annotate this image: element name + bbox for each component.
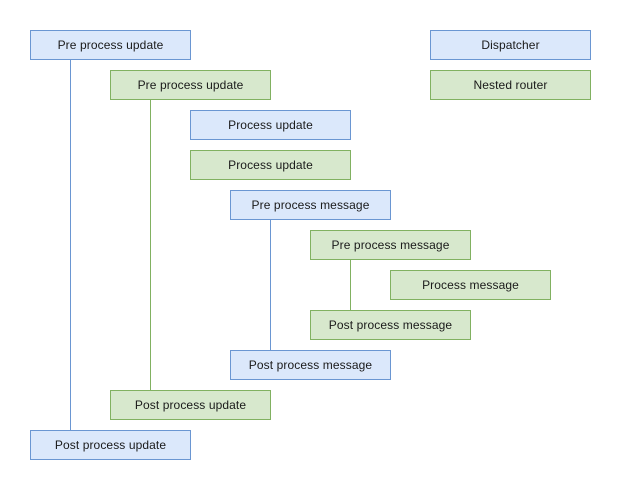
node-post-process-update-dispatcher[interactable]: Post process update	[30, 430, 191, 460]
node-pre-process-update-router[interactable]: Pre process update	[110, 70, 271, 100]
connector-line-dispatcher-outer	[70, 60, 71, 430]
node-pre-process-message-dispatcher[interactable]: Pre process message	[230, 190, 391, 220]
connector-line-dispatcher-inner	[270, 220, 271, 350]
node-pre-process-update-dispatcher[interactable]: Pre process update	[30, 30, 191, 60]
legend-item-dispatcher[interactable]: Dispatcher	[430, 30, 591, 60]
legend-item-nested-router[interactable]: Nested router	[430, 70, 591, 100]
node-process-update-router[interactable]: Process update	[190, 150, 351, 180]
node-post-process-update-router[interactable]: Post process update	[110, 390, 271, 420]
node-post-process-message-dispatcher[interactable]: Post process message	[230, 350, 391, 380]
node-pre-process-message-router[interactable]: Pre process message	[310, 230, 471, 260]
node-post-process-message-router[interactable]: Post process message	[310, 310, 471, 340]
connector-line-router-outer	[150, 100, 151, 390]
node-process-update-dispatcher[interactable]: Process update	[190, 110, 351, 140]
node-process-message-router[interactable]: Process message	[390, 270, 551, 300]
connector-line-router-inner	[350, 260, 351, 310]
